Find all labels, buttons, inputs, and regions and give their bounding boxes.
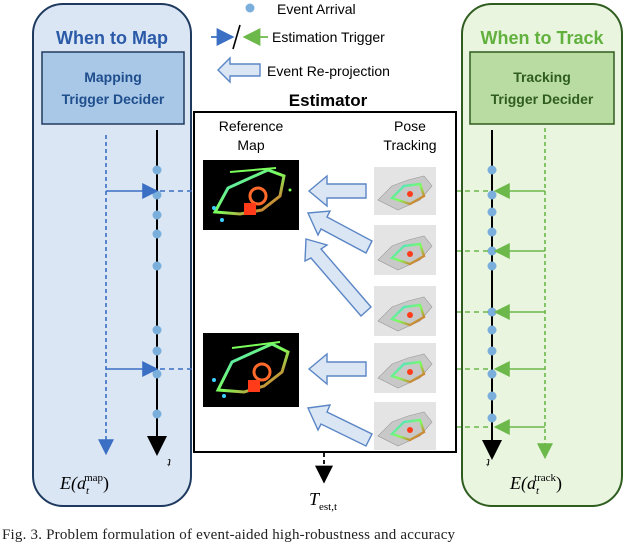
reprojection-arrows (304, 174, 373, 447)
event-dot (487, 307, 497, 317)
estimator-title: Estimator (289, 91, 368, 110)
tracking-decider-line1: Tracking (513, 69, 571, 85)
mapping-decider-line1: Mapping (84, 69, 142, 85)
pose-tracking-frame (374, 167, 436, 215)
event-dot (487, 261, 497, 271)
event-dot (487, 227, 497, 237)
estimator-output-label: Test,t (309, 489, 337, 513)
pose-tracking-frame (374, 402, 436, 450)
left-time-axis-label: t (167, 456, 171, 471)
left-panel-title: When to Map (56, 28, 168, 48)
mapping-decider-line2: Trigger Decider (62, 91, 165, 107)
event-arrival-legend-dot (245, 3, 255, 13)
legend-event-reprojection: Event Re-projection (267, 63, 390, 79)
event-dot (152, 210, 162, 220)
track-output-label: E(attrack) (509, 472, 562, 497)
event-dot (152, 346, 162, 356)
event-dot (487, 190, 497, 200)
left-panel-frame (32, 3, 192, 507)
legend-estimation-trigger: Estimation Trigger (272, 29, 385, 45)
event-dot (152, 229, 162, 239)
right-panel-title: When to Track (480, 28, 604, 48)
reference-map-image (203, 160, 299, 230)
legend: Event Arrival Estimation Trigger Event R… (211, 1, 390, 84)
event-dot (487, 207, 497, 217)
legend-reprojection-arrow (217, 56, 261, 84)
event-dot (487, 246, 497, 256)
pose-tracking-label-line1: Pose (394, 118, 426, 134)
reprojection-arrow (304, 238, 372, 317)
event-dot (487, 346, 497, 356)
left-panel: When to Map Mapping Trigger Decider t E(… (32, 3, 203, 507)
event-dot (487, 413, 497, 423)
reprojection-arrow (307, 174, 367, 208)
ref-map-label-line1: Reference (219, 118, 284, 134)
tracking-trigger-decider-box (469, 51, 615, 125)
reprojection-arrow (306, 404, 373, 447)
event-dot (152, 190, 162, 200)
event-dot (152, 165, 162, 175)
right-time-axis-label: t (486, 456, 490, 471)
legend-event-arrival: Event Arrival (277, 1, 356, 17)
reprojection-arrow (307, 352, 367, 386)
pose-tracking-frame (374, 225, 436, 275)
event-dot (152, 325, 162, 335)
event-dot (152, 261, 162, 271)
event-dot (487, 391, 497, 401)
pose-tracking-images (374, 167, 436, 450)
mapping-trigger-decider-box (41, 51, 185, 125)
map-output-label: E(atmap) (59, 472, 109, 497)
right-panel-frame (461, 3, 623, 507)
event-dot (487, 165, 497, 175)
estimator: Estimator Reference Map Pose Tracking (193, 91, 457, 513)
event-dot (152, 369, 162, 379)
event-dot (152, 409, 162, 419)
legend-slash (232, 24, 241, 50)
pose-tracking-frame (374, 343, 436, 393)
right-panel: When to Track Tracking Trigger Decider t (432, 3, 623, 507)
pose-tracking-frame (374, 286, 436, 336)
ref-map-label-line2: Map (237, 137, 264, 153)
tracking-decider-line2: Trigger Decider (491, 91, 594, 107)
pose-tracking-label-line2: Tracking (383, 137, 436, 153)
reference-map-image (203, 333, 299, 407)
event-dot (487, 325, 497, 335)
figure-caption: Fig. 3. Problem formulation of event-aid… (2, 527, 456, 543)
event-dot (487, 369, 497, 379)
reprojection-arrow (306, 210, 373, 254)
